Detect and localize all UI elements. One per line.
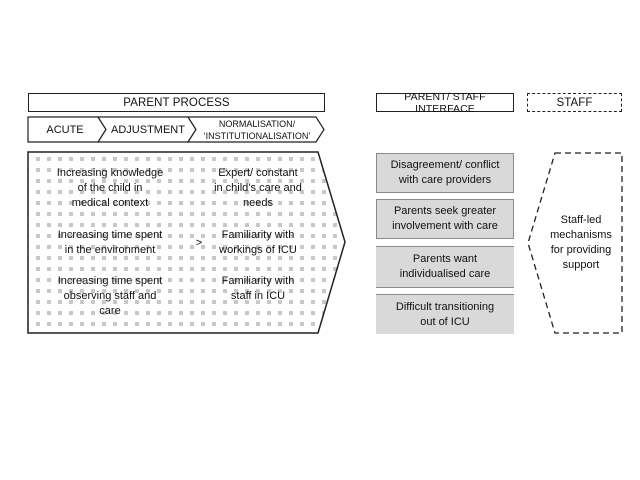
- left-item-time-observing: Increasing time spent observing staff an…: [57, 275, 163, 317]
- parent-process-title: PARENT PROCESS: [123, 96, 230, 109]
- process-pentagon: [27, 151, 346, 334]
- interface-item-involvement: Parents seek greater involvement with ca…: [376, 199, 514, 239]
- interface-item-disagreement: Disagreement/ conflict with care provide…: [376, 153, 514, 193]
- phase-normalisation: NORMALISATION/ ‘INSTITUTIONALISATION’: [203, 118, 311, 141]
- interface-header: PARENT/ STAFF INTERFACE: [376, 90, 514, 115]
- phase-chevron-normalisation: [186, 116, 325, 143]
- right-item-familiarity-staff: Familiarity with staff in ICU: [221, 275, 295, 302]
- interface-title: PARENT/ STAFF INTERFACE: [404, 90, 486, 115]
- staff-chevron: [527, 152, 623, 334]
- phase-adjustment: ADJUSTMENT: [111, 123, 185, 136]
- right-item-familiarity-workings: Familiarity with workings of ICU: [219, 229, 297, 256]
- interface-item-transition: Difficult transitioning out of ICU: [376, 294, 514, 334]
- progress-separator: >: [195, 237, 203, 249]
- left-item-knowledge: Increasing knowledge of the child in med…: [56, 167, 164, 209]
- left-item-time-environment: Increasing time spent in the environment: [57, 229, 163, 256]
- right-item-expert: Expert/ constant in child’s care and nee…: [214, 167, 302, 209]
- staff-title: STAFF: [556, 96, 593, 109]
- phase-acute: ACUTE: [46, 123, 84, 136]
- staff-support-text: Staff-led mechanisms for providing suppo…: [550, 214, 612, 271]
- parent-process-header: PARENT PROCESS: [28, 93, 325, 112]
- staff-header: STAFF: [527, 93, 622, 112]
- interface-item-individualised: Parents want individualised care: [376, 246, 514, 288]
